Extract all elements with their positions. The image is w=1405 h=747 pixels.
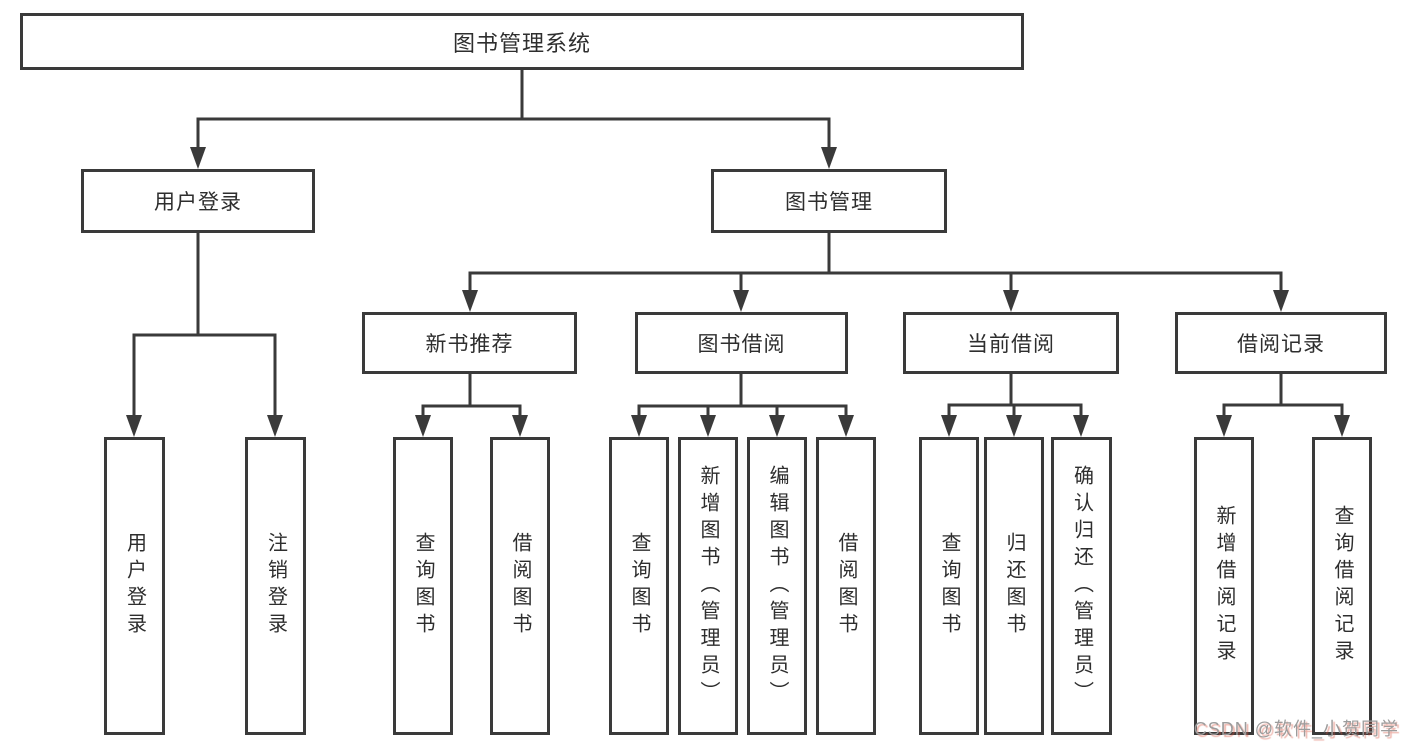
node-current-borrow-label: 当前借阅 xyxy=(967,333,1055,356)
leaf-query-books-borrowing-label: 查询图书 xyxy=(628,532,650,640)
node-new-book-recommend: 新书推荐 xyxy=(362,312,577,374)
leaf-edit-book-admin-label: 编辑图书（管理员） xyxy=(766,464,788,708)
leaf-add-book-admin-label: 新增图书（管理员） xyxy=(697,464,719,708)
leaf-borrow-books-newbooks-label: 借阅图书 xyxy=(509,532,531,640)
leaf-query-borrow-record: 查询借阅记录 xyxy=(1312,437,1372,735)
leaf-borrow-books-borrowing: 借阅图书 xyxy=(816,437,876,735)
leaf-add-borrow-record-label: 新增借阅记录 xyxy=(1213,505,1235,667)
leaf-query-borrow-record-label: 查询借阅记录 xyxy=(1331,505,1353,667)
leaf-query-books-newbooks: 查询图书 xyxy=(393,437,453,735)
csdn-watermark: CSDN @软件_小贺同学 xyxy=(1193,719,1399,739)
leaf-add-book-admin: 新增图书（管理员） xyxy=(678,437,738,735)
leaf-query-books-current-label: 查询图书 xyxy=(938,532,960,640)
connector-root-to-level2 xyxy=(190,70,837,169)
node-book-borrow-label: 图书借阅 xyxy=(697,333,786,356)
node-new-book-recommend-label: 新书推荐 xyxy=(425,333,514,356)
connector-bookmgmt-to-level3 xyxy=(462,232,1289,312)
node-book-borrow: 图书借阅 xyxy=(635,312,848,374)
connector-records-to-leaves xyxy=(1216,374,1350,437)
leaf-query-books-current: 查询图书 xyxy=(919,437,979,735)
leaf-confirm-return-admin: 确认归还（管理员） xyxy=(1051,437,1112,735)
leaf-confirm-return-admin-label: 确认归还（管理员） xyxy=(1070,464,1093,708)
connector-borrowing-to-leaves xyxy=(631,374,854,437)
node-borrow-records-label: 借阅记录 xyxy=(1237,333,1325,356)
leaf-borrow-books-newbooks: 借阅图书 xyxy=(490,437,550,735)
node-user-login: 用户登录 xyxy=(81,169,315,233)
leaf-logout-label: 注销登录 xyxy=(264,532,287,640)
connector-newbooks-to-leaves xyxy=(415,374,528,437)
leaf-logout: 注销登录 xyxy=(245,437,306,735)
leaf-query-books-borrowing: 查询图书 xyxy=(609,437,669,735)
leaf-return-books: 归还图书 xyxy=(984,437,1044,735)
node-book-management-label: 图书管理 xyxy=(785,191,873,214)
leaf-user-login-label: 用户登录 xyxy=(123,532,146,640)
leaf-user-login: 用户登录 xyxy=(104,437,165,735)
node-library-management-system-label: 图书管理系统 xyxy=(452,30,591,56)
leaf-edit-book-admin: 编辑图书（管理员） xyxy=(747,437,807,735)
connector-userlogin-to-leaves xyxy=(126,232,283,437)
node-library-management-system: 图书管理系统 xyxy=(20,13,1024,70)
node-borrow-records: 借阅记录 xyxy=(1175,312,1387,374)
node-current-borrow: 当前借阅 xyxy=(903,312,1119,374)
leaf-query-books-newbooks-label: 查询图书 xyxy=(412,532,434,640)
leaf-add-borrow-record: 新增借阅记录 xyxy=(1194,437,1254,735)
leaf-borrow-books-borrowing-label: 借阅图书 xyxy=(835,532,857,640)
node-user-login-label: 用户登录 xyxy=(154,191,242,214)
connector-current-to-leaves xyxy=(941,374,1089,437)
leaf-return-books-label: 归还图书 xyxy=(1003,532,1025,640)
node-book-management: 图书管理 xyxy=(711,169,947,233)
